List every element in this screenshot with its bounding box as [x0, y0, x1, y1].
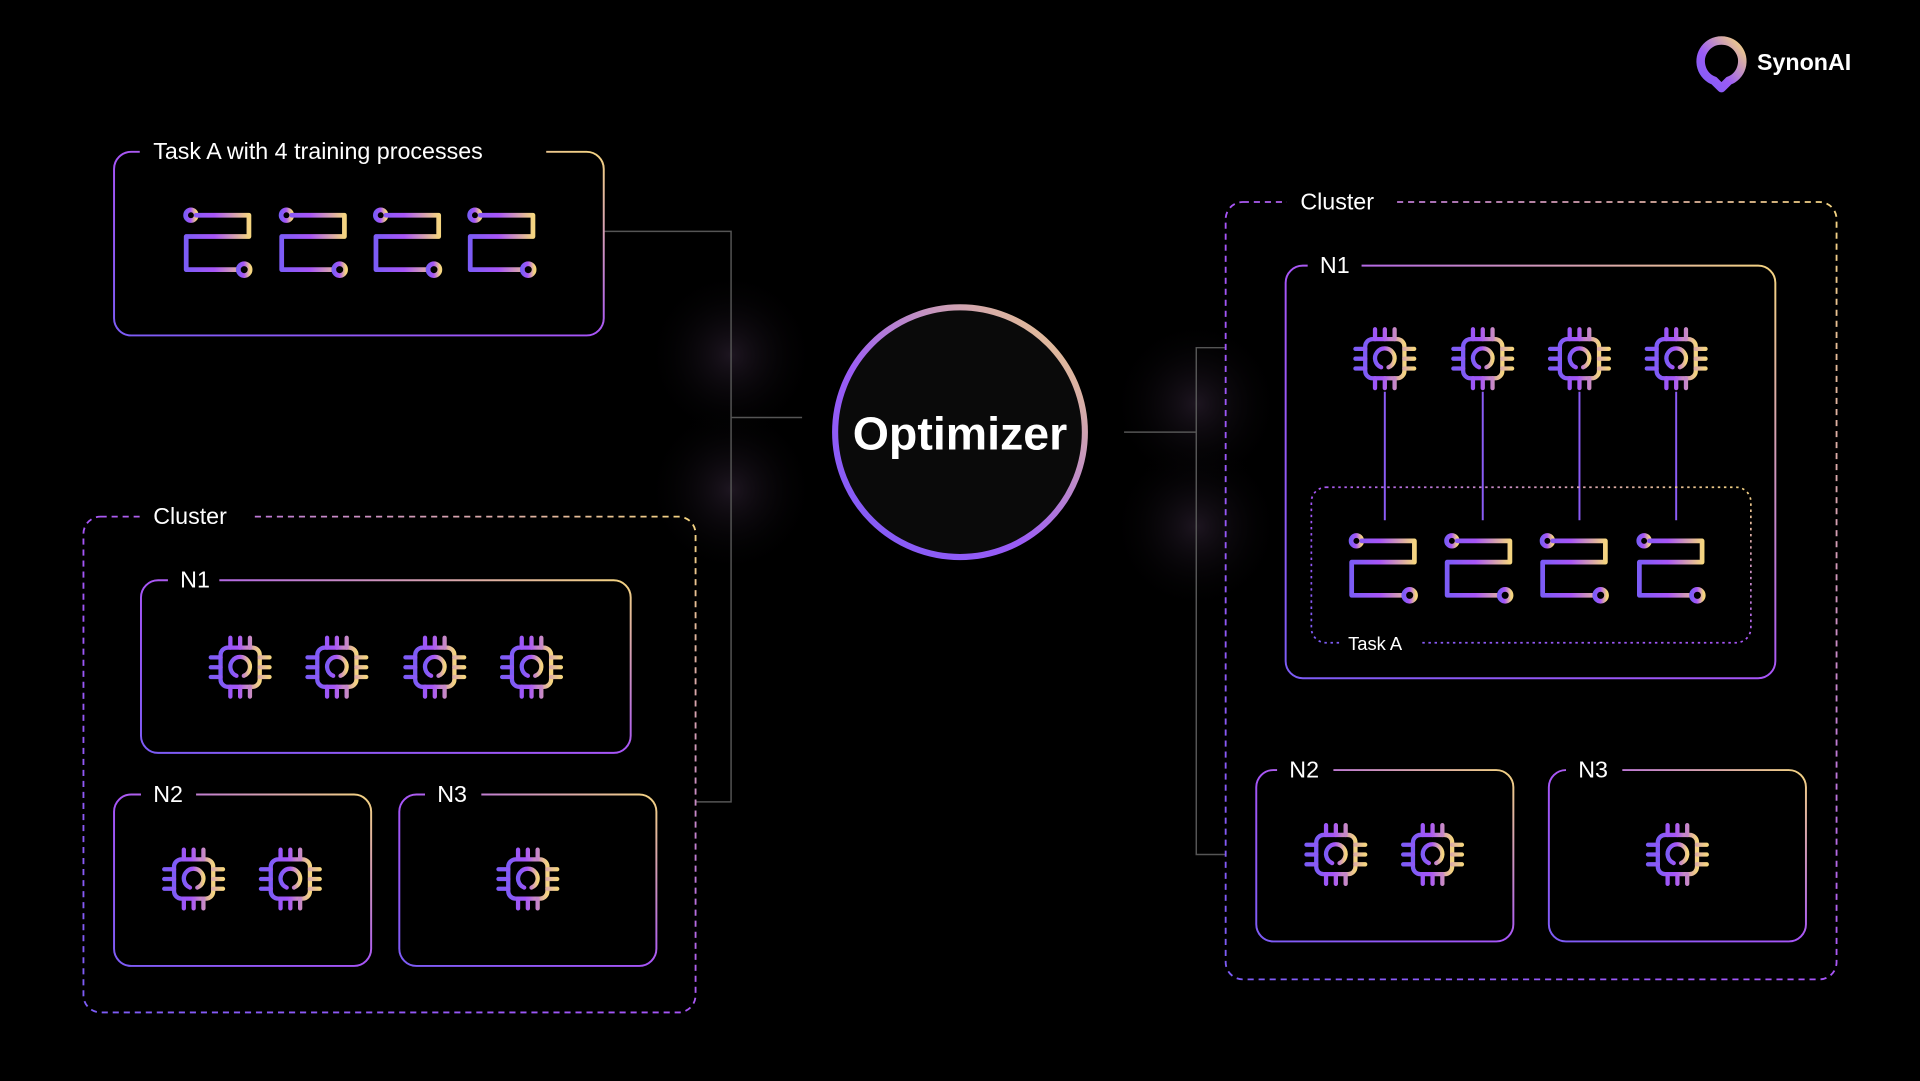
node-n1: N1 Task A — [1284, 250, 1777, 680]
training-process-icon — [1447, 536, 1511, 602]
node-label: N2 — [153, 781, 183, 807]
gpu-chip-icon — [261, 850, 320, 909]
node-label: N3 — [1578, 756, 1608, 782]
training-process-icon — [1542, 536, 1606, 602]
node-label: N3 — [437, 781, 467, 807]
gpu-chip-icon — [1403, 825, 1462, 884]
logo-icon — [1696, 36, 1747, 93]
node-label: N2 — [1289, 756, 1319, 782]
training-process-icon — [470, 210, 534, 276]
training-process-icon — [1351, 536, 1415, 602]
task-a-box: Task A with 4 training processes — [113, 137, 605, 337]
connector-glow — [729, 281, 1199, 760]
gpu-chip-icon — [164, 850, 223, 909]
optimizer-label: Optimizer — [853, 407, 1068, 459]
gpu-chip-icon — [307, 638, 366, 697]
synonai-logo: SynonAI — [1696, 36, 1851, 93]
gpu-chip-icon — [502, 638, 561, 697]
gpu-chip-icon — [1306, 825, 1365, 884]
gpu-chip-icon — [1647, 329, 1706, 388]
training-process-icon — [281, 210, 345, 276]
node-n2: N2 — [113, 779, 373, 967]
gpu-chip-icon — [1355, 329, 1414, 388]
node-n3: N3 — [1547, 755, 1807, 943]
gpu-chip-icon — [405, 638, 464, 697]
training-process-icon — [375, 210, 439, 276]
gpu-chip-icon — [498, 850, 557, 909]
cluster-label: Cluster — [153, 503, 227, 529]
node-n3: N3 — [398, 779, 658, 967]
gpu-chip-icon — [1648, 825, 1707, 884]
training-process-icon — [186, 210, 250, 276]
cluster-label: Cluster — [1300, 188, 1374, 214]
right-cluster: Cluster N1 Task A — [1224, 187, 1838, 981]
left-cluster: Cluster N1 N2 N3 — [82, 501, 697, 1014]
task-a-label: Task A — [1348, 633, 1403, 654]
optimizer-node: Optimizer — [832, 304, 1088, 561]
node-label: N1 — [180, 567, 210, 593]
gpu-chip-icon — [1550, 329, 1609, 388]
task-a-placement: Task A — [1310, 486, 1752, 655]
task-a-label: Task A with 4 training processes — [153, 138, 483, 164]
chip-process-links — [1383, 391, 1678, 521]
gpu-chip-icon — [211, 638, 270, 697]
node-n1: N1 — [140, 565, 632, 754]
brand-name: SynonAI — [1757, 49, 1851, 75]
node-n2: N2 — [1255, 755, 1515, 943]
gpu-chip-icon — [1453, 329, 1512, 388]
training-process-icon — [1639, 536, 1703, 602]
node-label: N1 — [1320, 252, 1350, 278]
